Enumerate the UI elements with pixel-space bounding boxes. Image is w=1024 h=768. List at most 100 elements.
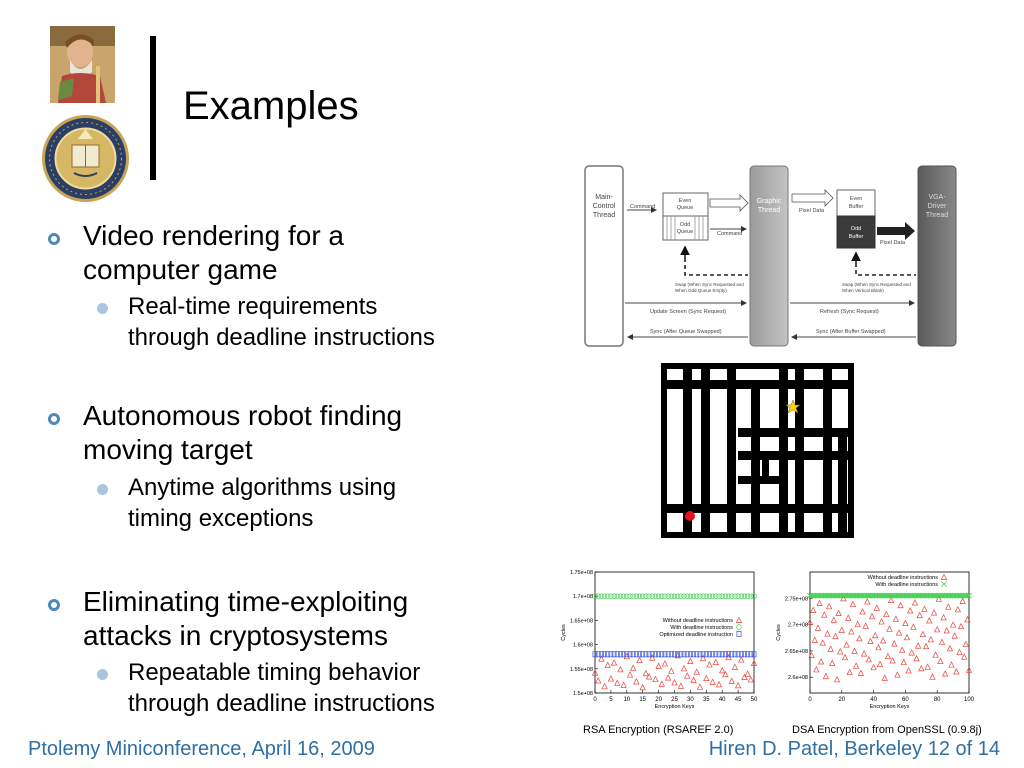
- data-point: [690, 593, 697, 599]
- data-point: [870, 663, 877, 671]
- even-queue-label: Queue: [677, 205, 694, 211]
- data-point: [595, 593, 601, 599]
- data-point: [645, 673, 653, 680]
- data-point: [840, 594, 847, 602]
- x-tick-label: 0: [808, 697, 812, 703]
- data-point: [924, 663, 931, 670]
- data-point: [725, 593, 732, 599]
- data-point: [907, 607, 914, 614]
- data-point: [860, 650, 868, 657]
- data-point: [626, 671, 634, 678]
- data-point: [677, 682, 685, 689]
- data-point: [598, 655, 605, 662]
- data-point: [608, 651, 614, 658]
- data-point: [598, 593, 605, 599]
- data-point: [697, 651, 703, 658]
- data-point: [636, 656, 643, 664]
- series-group: [806, 594, 973, 683]
- sub-bullet-3: Repeatable timing behavior through deadl…: [128, 657, 435, 719]
- data-point: [735, 651, 741, 658]
- x-tick-label: 30: [687, 697, 694, 703]
- legend-marker: [941, 581, 947, 587]
- data-point: [601, 682, 608, 690]
- x-tick-label: 100: [964, 697, 975, 703]
- data-point: [675, 651, 681, 658]
- data-point: [916, 611, 923, 619]
- data-point: [879, 637, 887, 644]
- y-tick-label: 2.6e+08: [788, 675, 808, 681]
- data-point: [614, 593, 620, 599]
- sub-bullet-1-line-2: through deadline instructions: [128, 324, 435, 351]
- data-point: [607, 675, 615, 682]
- data-point: [630, 593, 636, 599]
- data-point: [919, 630, 927, 638]
- y-tick-label: 2.75e+08: [785, 596, 808, 602]
- data-point: [961, 653, 968, 660]
- x-tick-label: 15: [639, 697, 646, 703]
- data-point: [962, 640, 969, 648]
- sub-bullet-dot-icon: [97, 303, 108, 314]
- data-point: [918, 664, 925, 672]
- data-point: [703, 651, 709, 658]
- data-point: [859, 608, 866, 615]
- even-buffer-label: Buffer: [849, 204, 864, 210]
- legend-marker: [940, 573, 948, 580]
- bullet-2-line-2: moving target: [83, 434, 253, 465]
- data-point: [738, 651, 744, 658]
- y-tick-label: 1.75e+08: [570, 570, 593, 576]
- data-point: [864, 598, 871, 605]
- data-point: [646, 651, 652, 658]
- data-point: [951, 632, 958, 639]
- series-group: [592, 651, 757, 658]
- data-point: [627, 651, 633, 658]
- sync-label: Sync (After Queue Swapped): [650, 329, 722, 335]
- data-point: [731, 663, 739, 670]
- data-point: [595, 677, 602, 684]
- data-point: [732, 593, 738, 599]
- data-point: [881, 674, 888, 681]
- data-point: [630, 651, 636, 658]
- pixel-data-label: Pixel Data: [880, 240, 906, 246]
- data-point: [910, 623, 917, 630]
- odd-queue-label: Odd: [680, 222, 690, 228]
- data-point: [937, 657, 944, 664]
- pixel-data-label: Pixel Data: [799, 208, 825, 214]
- data-point: [643, 593, 649, 599]
- data-point: [867, 637, 874, 644]
- data-point: [956, 648, 963, 655]
- data-point: [649, 651, 655, 658]
- data-point: [729, 651, 735, 658]
- data-point: [811, 636, 818, 643]
- data-point: [605, 651, 611, 658]
- data-point: [693, 668, 700, 675]
- data-point: [816, 599, 823, 606]
- data-point: [934, 625, 941, 633]
- data-point: [751, 651, 757, 658]
- data-point: [883, 610, 890, 618]
- data-point: [838, 626, 845, 633]
- x-tick-label: 45: [735, 697, 742, 703]
- data-point: [747, 676, 754, 683]
- data-point: [703, 674, 710, 681]
- data-point: [656, 651, 662, 658]
- data-point: [713, 651, 719, 658]
- series-group: [592, 593, 757, 599]
- bullet-2-line-1: Autonomous robot finding: [83, 400, 403, 431]
- odd-buffer-label: Buffer: [849, 234, 864, 240]
- data-point: [655, 593, 662, 599]
- data-point: [827, 645, 834, 652]
- data-point: [959, 597, 966, 604]
- data-point: [697, 593, 703, 599]
- data-point: [674, 593, 681, 599]
- data-point: [678, 593, 684, 599]
- data-point: [903, 633, 911, 641]
- x-tick-label: 40: [870, 697, 877, 703]
- dsa-chart-caption: DSA Encryption from OpenSSL (0.9.8j): [792, 724, 982, 736]
- data-point: [709, 678, 716, 685]
- data-point: [713, 593, 719, 599]
- data-point: [949, 621, 957, 628]
- data-point: [921, 605, 928, 612]
- data-point: [806, 618, 814, 625]
- odd-queue-label: Queue: [677, 229, 694, 235]
- sub-bullet-1: Real-time requirements through deadline …: [128, 291, 435, 353]
